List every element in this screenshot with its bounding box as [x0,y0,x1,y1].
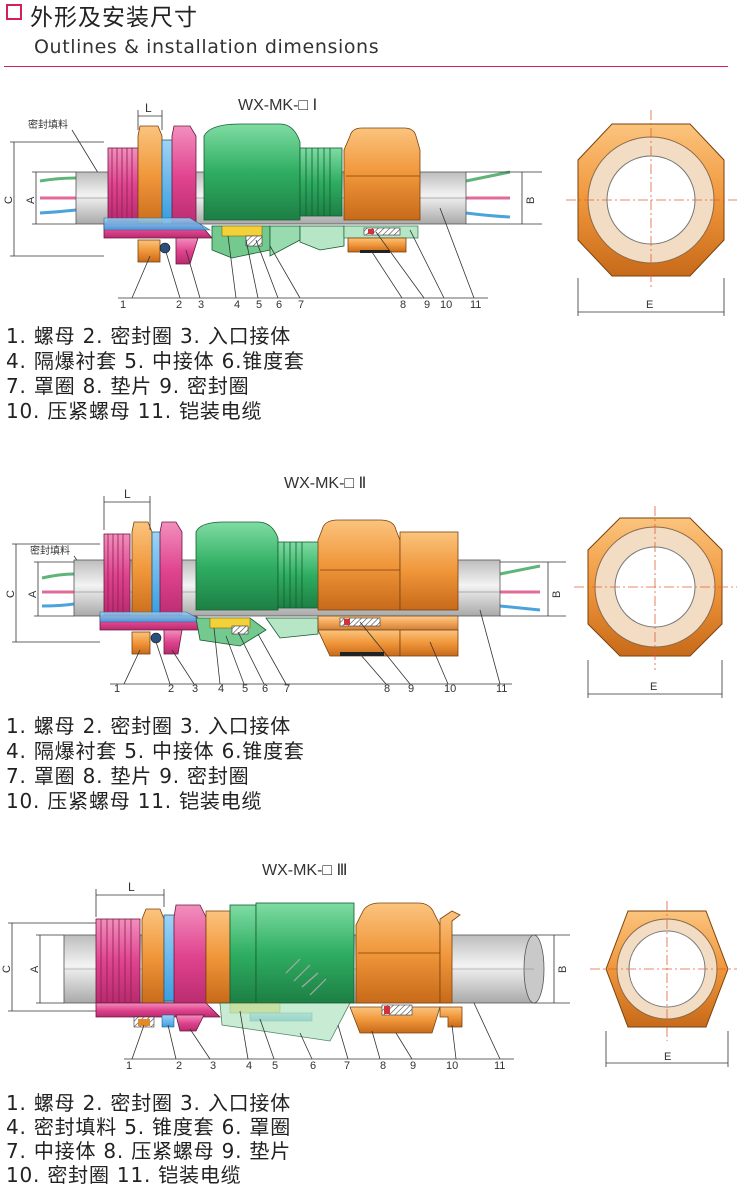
dim-label-c: C [5,590,17,598]
callout-number: 2 [168,683,174,695]
cross-section-drawing-1: WX-MK-□ Ⅰ 密封填料 [3,97,737,316]
dim-label-b: B [551,591,563,598]
header-divider [4,66,728,67]
callout-number: 10 [440,299,452,311]
entry-body [95,918,141,1004]
callout-number: 1 [120,299,126,311]
page-subtitle: Outlines & installation dimensions [34,36,380,58]
model-label: WX-MK-□ Ⅱ [284,475,366,492]
callout-number: 7 [284,683,290,695]
entry-body [107,147,139,223]
callout-number: 7 [344,1060,350,1072]
dim-label-l: L [145,101,152,115]
legend-line: 7. 罩圈 8. 垫片 9. 密封圈 [6,764,250,788]
callout-number: 5 [272,1060,278,1072]
dim-label-c: C [1,965,13,973]
callout-number: 4 [246,1060,252,1072]
legend-line: 10. 密封圈 11. 铠装电缆 [6,1163,242,1187]
nut [131,521,153,621]
nut [141,908,165,1006]
section-model-2: WX-MK-□ Ⅱ 密封填料 [0,470,737,815]
legend-line: 10. 压紧螺母 11. 铠装电缆 [6,399,263,423]
middle-body [203,123,301,221]
legend-line: 4. 密封填料 5. 锥度套 6. 罩圈 [6,1115,292,1139]
callout-number: 10 [446,1060,458,1072]
nut [137,125,163,229]
callout-number: 8 [384,683,390,695]
cross-section-drawing-3: WX-MK-□ Ⅲ [1,862,737,1072]
dim-label-e: E [664,1051,671,1063]
legend-line: 4. 隔爆衬套 5. 中接体 6.锥度套 [6,739,305,763]
model-label: WX-MK-□ Ⅰ [238,97,317,114]
callout-number: 6 [262,683,268,695]
dim-label-b: B [557,966,569,973]
callout-number: 1 [114,683,120,695]
callout-number: 6 [276,299,282,311]
dim-label-a: A [25,196,37,204]
callout-number: 8 [380,1060,386,1072]
dim-label-a: A [27,590,39,598]
callout-number: 3 [198,299,204,311]
dim-label-l: L [124,487,131,501]
legend-line: 7. 中接体 8. 压紧螺母 9. 垫片 [6,1139,292,1163]
callout-number: 3 [210,1060,216,1072]
callout-number: 11 [496,683,507,695]
seal-filler-label: 密封填料 [28,118,68,131]
dim-label-l: L [128,880,135,894]
middle-body [195,521,279,611]
model-label: WX-MK-□ Ⅲ [262,862,348,879]
dim-label-a: A [29,965,41,973]
callout-number: 10 [444,683,456,695]
cross-section-drawing-2: WX-MK-□ Ⅱ 密封填料 [5,475,737,698]
seal-filler-label: 密封填料 [30,544,70,557]
callout-number: 6 [310,1060,316,1072]
callout-number: 7 [298,299,304,311]
section-model-1: WX-MK-□ Ⅰ 密封填料 [0,80,737,423]
legend-line: 1. 螺母 2. 密封圈 3. 入口接体 [6,1091,292,1115]
compression-nut [343,127,421,221]
legend-line: 1. 螺母 2. 密封圈 3. 入口接体 [6,324,292,348]
end-view-1: E [566,110,737,316]
callout-number: 4 [218,683,224,695]
legend-line: 10. 压紧螺母 11. 铠装电缆 [6,789,263,813]
dim-label-e: E [646,299,653,311]
legend-line: 7. 罩圈 8. 垫片 9. 密封圈 [6,374,250,398]
dim-label-b: B [525,197,537,204]
callout-number: 8 [400,299,406,311]
dim-label-c: C [3,196,15,204]
callout-number: 2 [176,1060,182,1072]
callout-number: 5 [242,683,248,695]
callout-number: 4 [234,299,240,311]
callout-number: 9 [424,299,430,311]
callout-number: 3 [192,683,198,695]
compression-nut [317,519,401,611]
callout-number: 11 [470,299,481,311]
page-header: 外形及安装尺寸 Outlines & installation dimensio… [0,0,737,70]
end-view-3: E [590,901,737,1067]
legend-line: 4. 隔爆衬套 5. 中接体 6.锥度套 [6,349,305,373]
callout-number: 2 [176,299,182,311]
middle-body [255,902,355,1004]
legend-line: 1. 螺母 2. 密封圈 3. 入口接体 [6,714,292,738]
callout-number: 5 [256,299,262,311]
section-model-3: WX-MK-□ Ⅲ [0,855,737,1187]
dim-label-e: E [650,681,657,693]
title-square-icon [6,4,22,20]
callout-number: 9 [408,683,414,695]
callout-number: 1 [126,1060,132,1072]
end-view-2: E [574,506,737,698]
page-title: 外形及安装尺寸 [30,5,198,31]
callout-number: 9 [410,1060,416,1072]
callout-number: 11 [494,1060,505,1072]
